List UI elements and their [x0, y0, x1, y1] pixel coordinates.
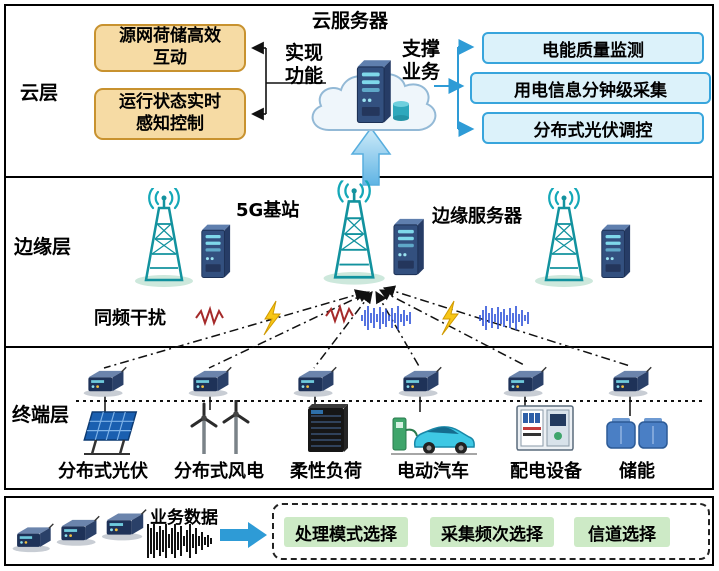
electric-vehicle-icon	[391, 417, 477, 455]
business-box-1: 电能质量监测	[482, 32, 704, 64]
5g-station-label: 5G基站	[236, 200, 300, 221]
comm-module-icon	[101, 508, 147, 542]
function-box-1-label: 源网荷储高效互动	[119, 26, 221, 68]
device-label-wind: 分布式风电	[174, 461, 264, 482]
interference-label: 同频干扰	[94, 308, 166, 329]
comm-module-icon	[56, 515, 100, 547]
base-station-tower-icon-center	[312, 180, 430, 286]
business-box-3: 分布式光伏调控	[482, 112, 704, 144]
device-label-storage: 储能	[619, 461, 655, 482]
terminal-layer-label: 终端层	[12, 404, 70, 426]
option-box-sampling-frequency-label: 采集频次选择	[441, 524, 543, 545]
comm-module-icon	[11, 523, 55, 553]
device-label-load: 柔性负荷	[290, 461, 362, 482]
data-stream-icon	[147, 524, 212, 558]
business-box-1-label: 电能质量监测	[542, 40, 644, 61]
business-box-2: 用电信息分钟级采集	[470, 72, 711, 104]
layers-frame	[4, 4, 714, 490]
business-box-3-label: 分布式光伏调控	[533, 120, 653, 141]
comm-module-icon	[503, 366, 547, 398]
function-label: 实现功能	[284, 42, 323, 88]
device-label-solar: 分布式光伏	[58, 461, 148, 482]
option-box-processing-mode-label: 处理模式选择	[295, 524, 397, 545]
option-box-channel-selection: 信道选择	[574, 517, 670, 547]
cloud-edge-divider	[4, 176, 714, 178]
energy-storage-icon	[606, 418, 668, 449]
comm-module-icon	[188, 366, 232, 398]
option-box-sampling-frequency: 采集频次选择	[430, 517, 554, 547]
device-label-ev: 电动汽车	[397, 461, 469, 482]
comm-module-icon	[293, 366, 337, 398]
function-box-2-label: 运行状态实时感知控制	[119, 92, 221, 134]
bottom-panel-frame	[4, 496, 714, 566]
cloud-server-icon	[311, 59, 437, 131]
base-station-tower-icon-left	[124, 188, 236, 288]
options-dashed-box	[272, 503, 710, 560]
business-data-label: 业务数据	[150, 508, 218, 528]
business-box-2-label: 用电信息分钟级采集	[514, 80, 667, 101]
edge-terminal-divider	[4, 346, 714, 348]
function-box-1: 源网荷储高效互动	[94, 24, 246, 72]
business-label: 支撑业务	[401, 38, 440, 84]
edge-layer-label: 边缘层	[14, 236, 72, 258]
data-flow-arrow-icon	[220, 522, 267, 548]
function-box-2: 运行状态实时感知控制	[94, 88, 246, 140]
option-box-channel-selection-label: 信道选择	[588, 524, 656, 545]
solar-panel-icon	[83, 411, 138, 455]
comm-module-icon	[398, 366, 442, 398]
wind-turbine-icon	[190, 400, 250, 454]
device-label-distribution: 配电设备	[510, 461, 582, 482]
comm-module-icon	[608, 366, 652, 398]
cloud-server-title: 云服务器	[312, 10, 389, 32]
option-box-processing-mode: 处理模式选择	[284, 517, 408, 547]
flexible-load-icon	[308, 404, 348, 452]
edge-server-label: 边缘服务器	[432, 206, 522, 227]
comm-module-icon	[83, 366, 127, 398]
cloud-layer-label: 云层	[20, 82, 59, 104]
base-station-tower-icon-right	[524, 188, 636, 288]
distribution-equipment-icon	[516, 405, 574, 451]
